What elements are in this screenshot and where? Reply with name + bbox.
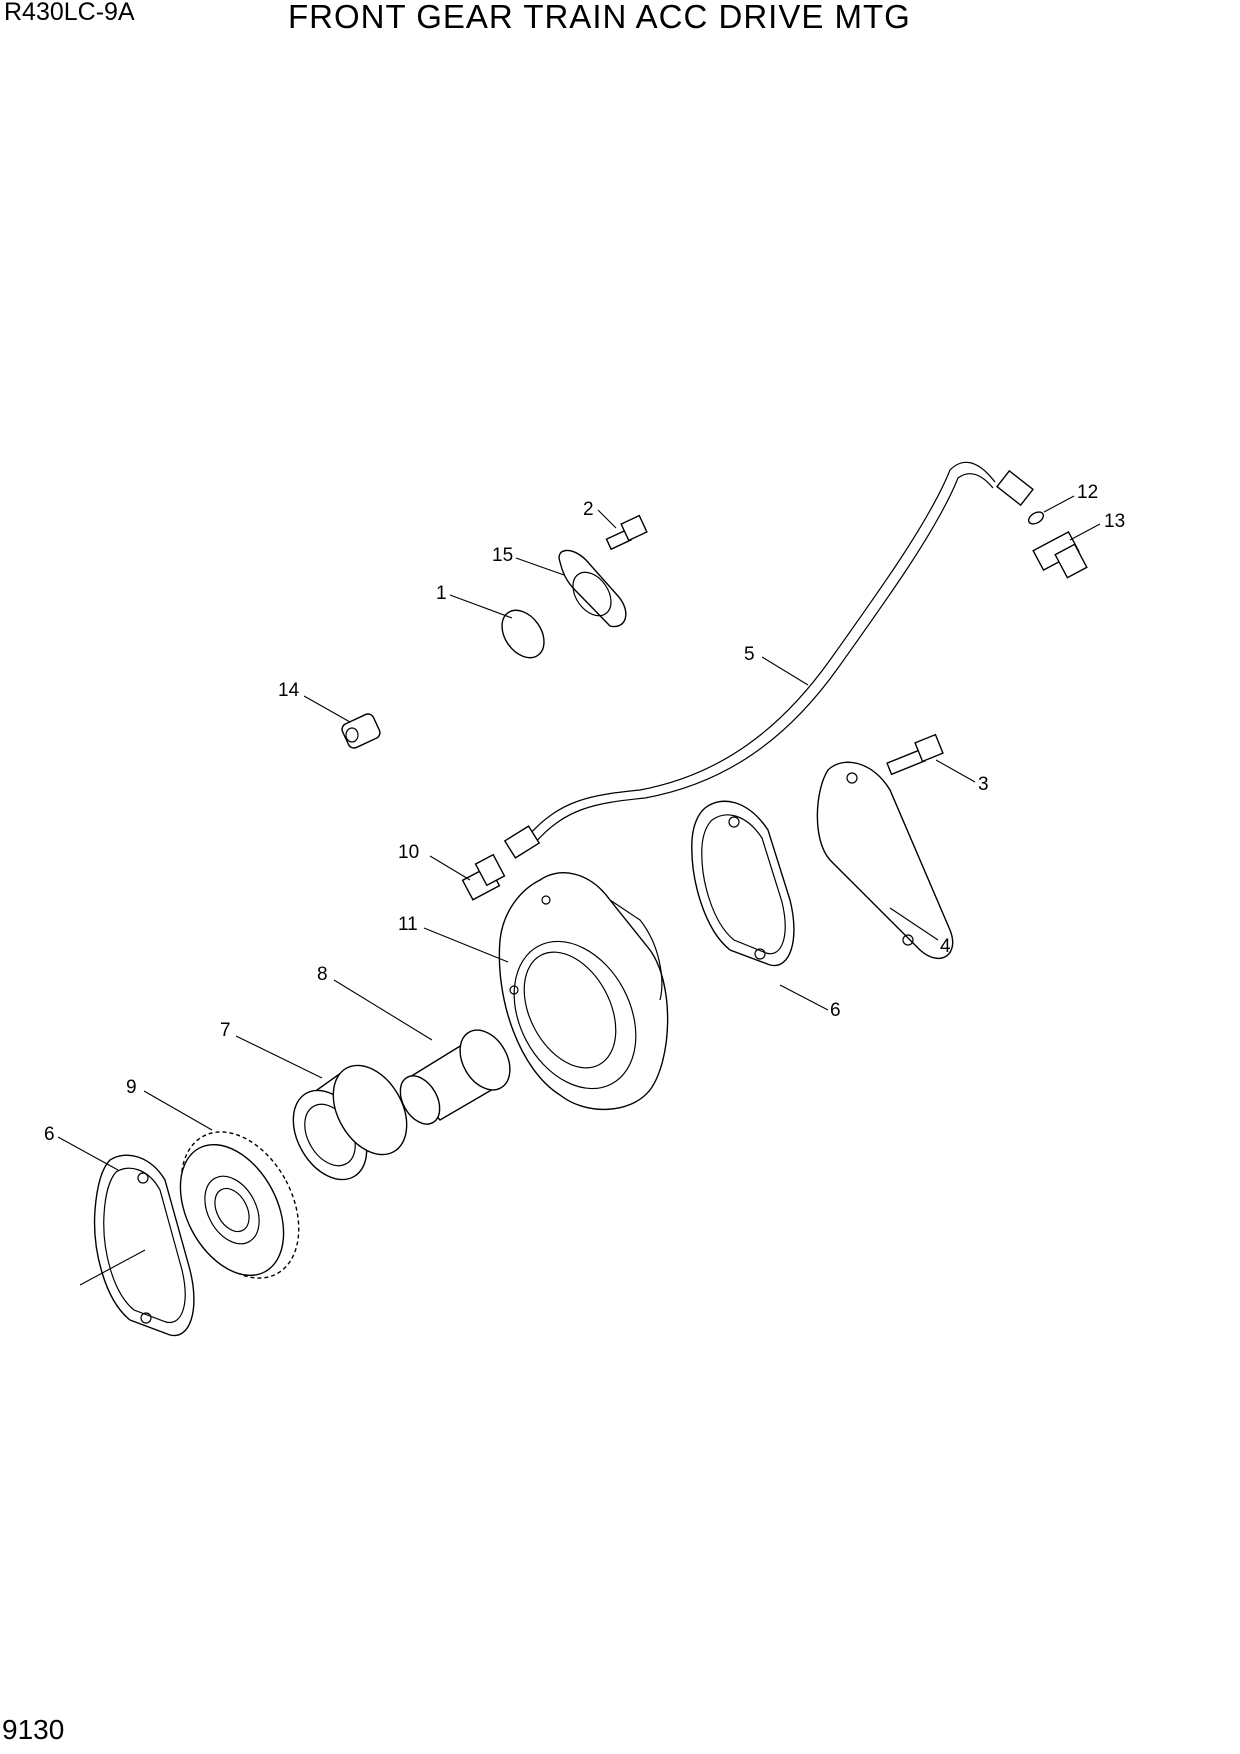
part-8-sleeve: [399, 1029, 511, 1125]
part-10-elbow: [461, 853, 506, 901]
callout-6-left: 6: [44, 1124, 55, 1145]
callout-3: 3: [978, 774, 989, 795]
callout-8: 8: [317, 964, 328, 985]
part-5-oil-tube: [503, 461, 1034, 859]
callout-5: 5: [744, 644, 755, 665]
part-2-bolt: [605, 514, 648, 551]
leader-lines: [57, 495, 1101, 1286]
part-3-bolt: [886, 733, 944, 776]
page-number: 9130: [2, 1714, 65, 1745]
callout-1: 1: [436, 583, 447, 604]
part-9-gear: [179, 1131, 300, 1279]
callout-labels: 1 2 3 4 5 6 6 7 8 9 10 11 12 13 14 15: [44, 482, 1125, 1145]
callout-13: 13: [1104, 511, 1125, 532]
part-4-cover-plate: [816, 761, 954, 960]
part-13-elbow-fitting: [1032, 530, 1088, 579]
callout-14: 14: [278, 680, 300, 701]
model-code: R430LC-9A: [4, 0, 135, 26]
callout-6-right: 6: [830, 1000, 841, 1021]
page-title: FRONT GEAR TRAIN ACC DRIVE MTG: [288, 0, 911, 35]
part-7-bearing: [292, 1064, 408, 1181]
callout-4: 4: [940, 936, 951, 957]
callout-7: 7: [220, 1020, 231, 1041]
part-11-housing: [498, 872, 669, 1111]
part-1-o-ring: [501, 609, 545, 659]
callout-11: 11: [398, 914, 418, 935]
callout-15: 15: [492, 545, 513, 566]
part-15-flange-cover: [558, 549, 627, 628]
part-6-gasket-left: [93, 1154, 195, 1337]
callout-12: 12: [1077, 482, 1098, 503]
part-14-plug: [341, 713, 381, 749]
callout-10: 10: [398, 842, 419, 863]
part-12-o-ring: [1027, 511, 1045, 525]
callout-2: 2: [583, 499, 594, 520]
part-6-gasket-right: [691, 800, 795, 967]
callout-9: 9: [126, 1077, 137, 1098]
